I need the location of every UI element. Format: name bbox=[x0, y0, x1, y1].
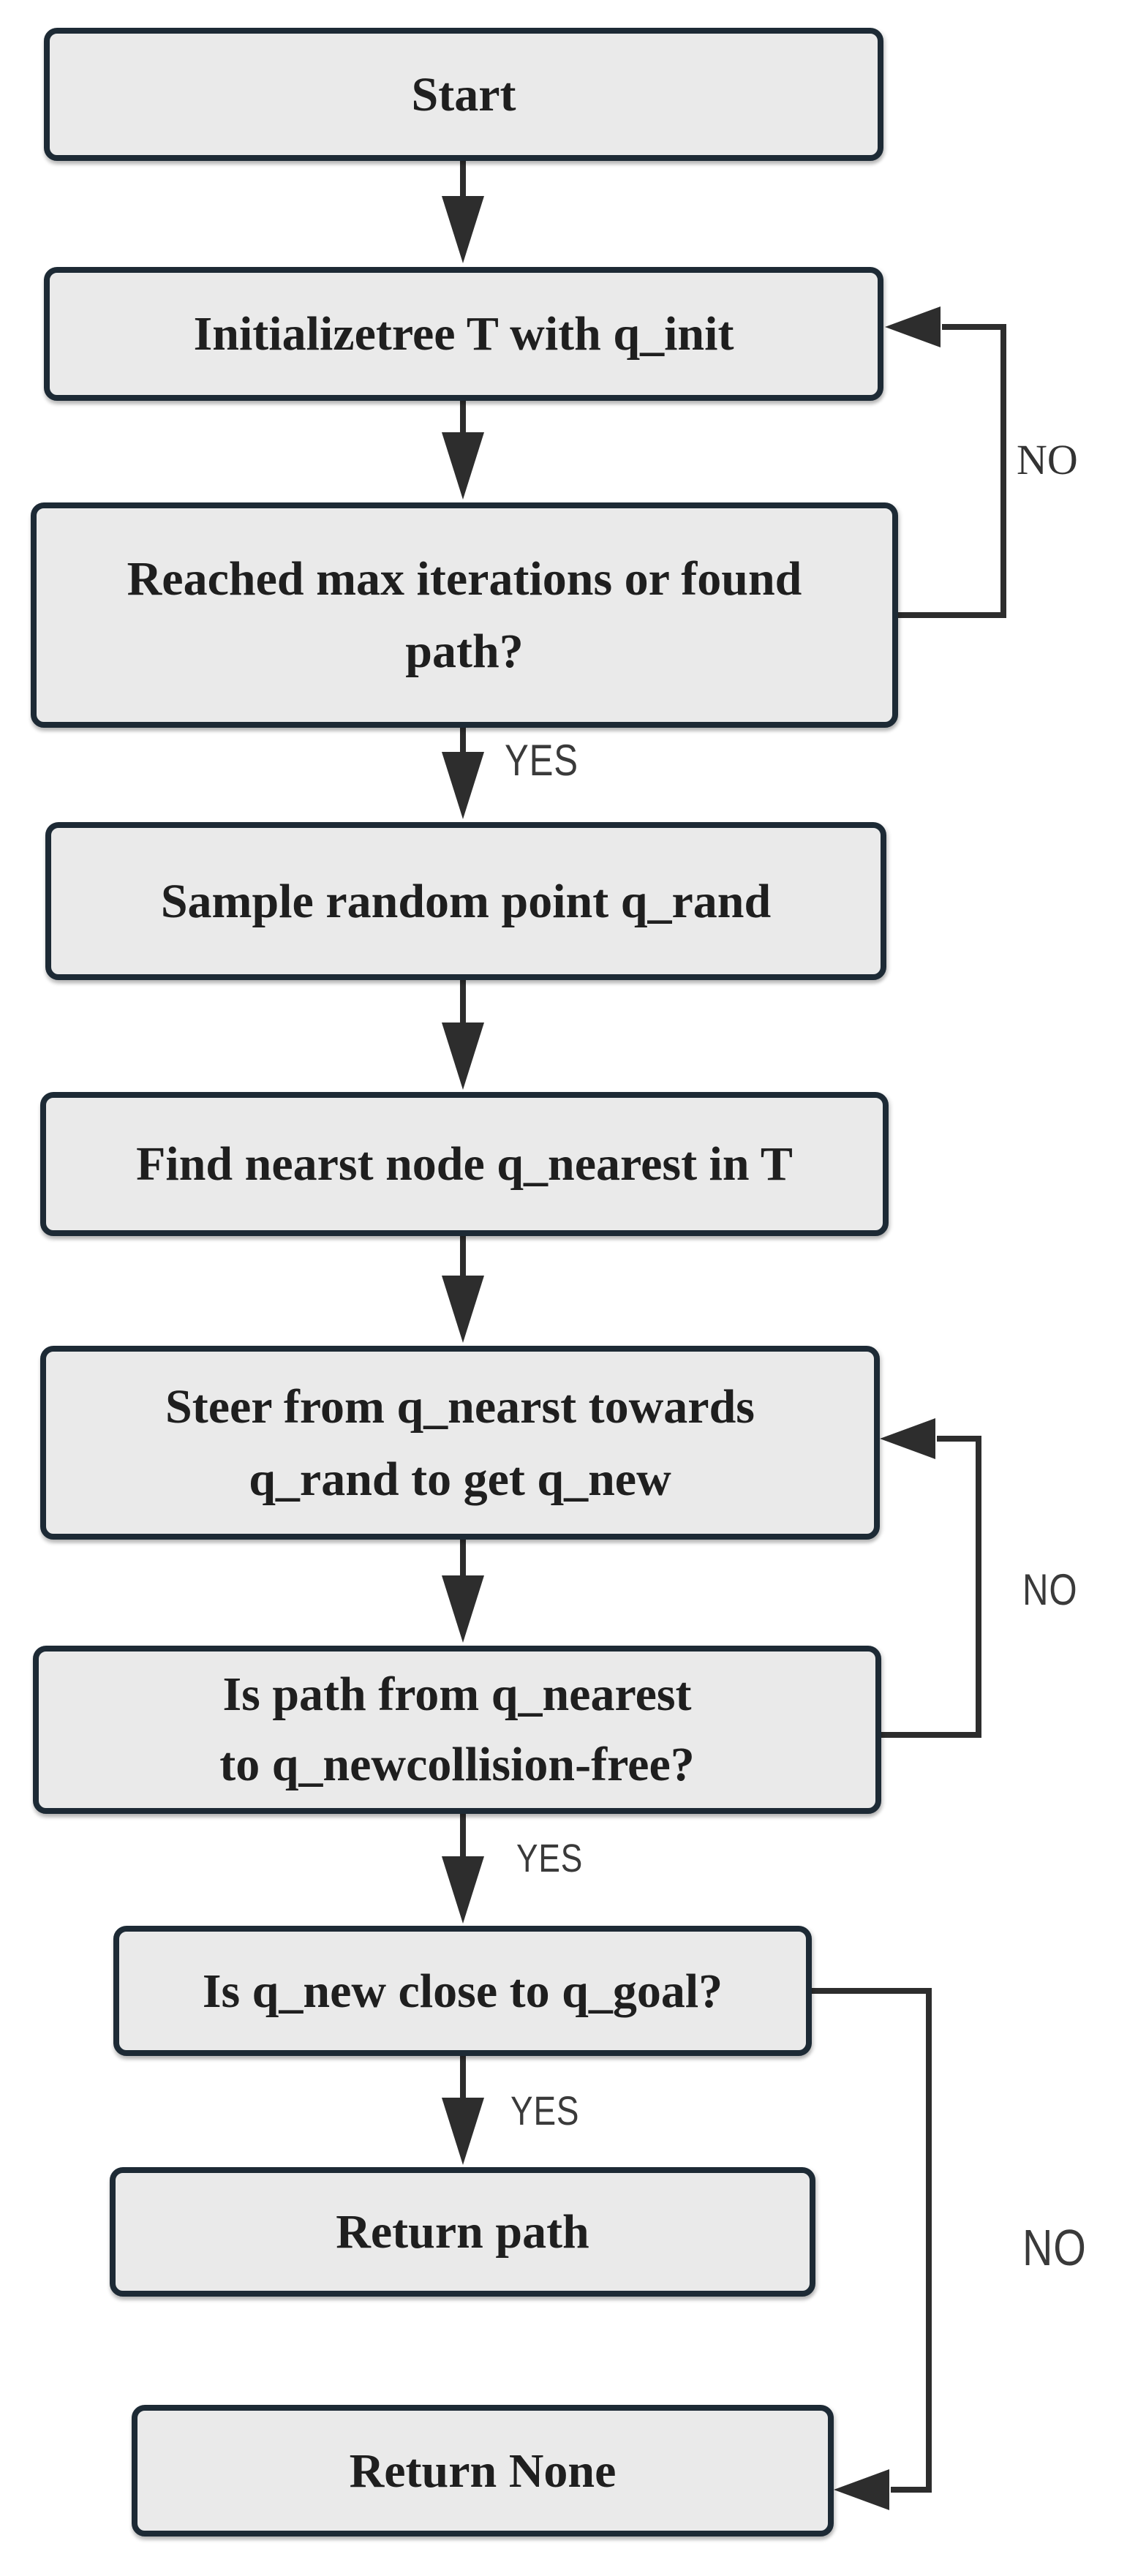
edge-sample-to-find-nearest bbox=[442, 979, 484, 1090]
node-goal-check-label: Is q_new close to q_goal? bbox=[202, 1964, 723, 2018]
edge-label-yes-to-return-path: YES bbox=[510, 2087, 580, 2134]
edge-label-yes-to-sample: YES bbox=[505, 736, 578, 785]
node-find-nearest: Find nearst node q_nearest in T bbox=[40, 1092, 889, 1236]
node-steer: Steer from q_nearst towards q_rand to ge… bbox=[40, 1346, 880, 1540]
node-collision-check-label: Is path from q_nearest to q_newcollision… bbox=[219, 1668, 695, 1791]
edge-label-no-to-steer: NO bbox=[1022, 1565, 1078, 1614]
edge-iteration-check-to-sample-yes bbox=[442, 726, 484, 819]
node-sample-random-point: Sample random point q_rand bbox=[45, 822, 886, 980]
edge-steer-to-collision-check bbox=[442, 1538, 484, 1643]
node-return-none-label: Return None bbox=[349, 2444, 617, 2498]
edge-goal-check-to-return-none-no bbox=[810, 1988, 932, 2510]
node-initialize-tree-label: Initializetree T with q_init bbox=[193, 307, 734, 361]
node-sample-random-point-label: Sample random point q_rand bbox=[160, 874, 772, 928]
node-collision-check: Is path from q_nearest to q_newcollision… bbox=[33, 1646, 881, 1814]
edge-label-yes-to-goal-check: YES bbox=[516, 1837, 584, 1880]
edge-collision-check-to-steer-no bbox=[880, 1418, 981, 1738]
node-return-path-label: Return path bbox=[336, 2205, 589, 2259]
node-initialize-tree: Initializetree T with q_init bbox=[44, 267, 883, 401]
edge-iteration-check-to-init-no bbox=[885, 306, 1006, 618]
edge-init-to-iteration-check bbox=[442, 399, 484, 500]
edge-find-nearest-to-steer bbox=[442, 1235, 484, 1343]
node-return-none: Return None bbox=[132, 2405, 834, 2537]
edge-label-no-to-return-none: NO bbox=[1022, 2219, 1087, 2276]
node-start-label: Start bbox=[411, 67, 516, 121]
node-max-iterations-check: Reached max iterations or found path? bbox=[31, 502, 898, 728]
node-steer-label: Steer from q_nearst towards q_rand to ge… bbox=[165, 1379, 755, 1506]
node-goal-check: Is q_new close to q_goal? bbox=[113, 1926, 812, 2056]
node-start: Start bbox=[44, 28, 883, 161]
edge-start-to-init bbox=[442, 159, 484, 263]
node-return-path: Return path bbox=[110, 2167, 815, 2297]
node-find-nearest-label: Find nearst node q_nearest in T bbox=[136, 1137, 793, 1191]
edge-goal-check-to-return-path-yes bbox=[442, 2055, 484, 2165]
edge-collision-check-to-goal-check-yes bbox=[442, 1812, 484, 1924]
node-max-iterations-check-label: Reached max iterations or found path? bbox=[127, 552, 802, 678]
edge-label-no-to-init: NO bbox=[1017, 436, 1078, 483]
